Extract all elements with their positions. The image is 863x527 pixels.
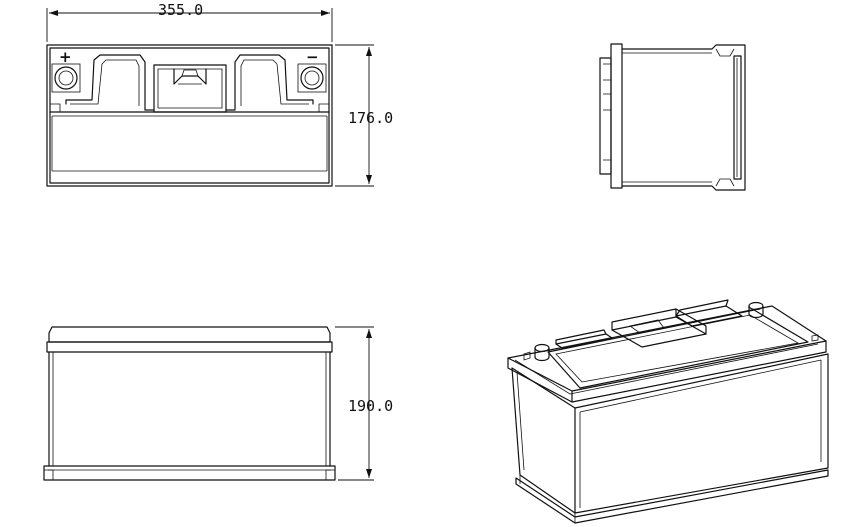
- negative-terminal-top: −: [297, 48, 327, 93]
- front-view: 190.0: [43, 326, 393, 481]
- side-view: [599, 43, 746, 191]
- width-dimension: 176.0: [335, 44, 393, 187]
- negative-terminal-iso: [748, 301, 764, 319]
- length-value: 355.0: [158, 1, 203, 19]
- height-dimension: 190.0: [335, 326, 393, 481]
- width-value: 176.0: [348, 109, 393, 127]
- negative-symbol: −: [306, 48, 319, 66]
- positive-terminal-iso: [534, 343, 550, 362]
- height-value: 190.0: [348, 397, 393, 415]
- isometric-view: [507, 299, 829, 524]
- positive-terminal-top: +: [51, 48, 81, 93]
- positive-symbol: +: [59, 48, 72, 66]
- top-view: + − 355.0 176.0: [46, 1, 393, 187]
- length-dimension: 355.0: [46, 1, 333, 42]
